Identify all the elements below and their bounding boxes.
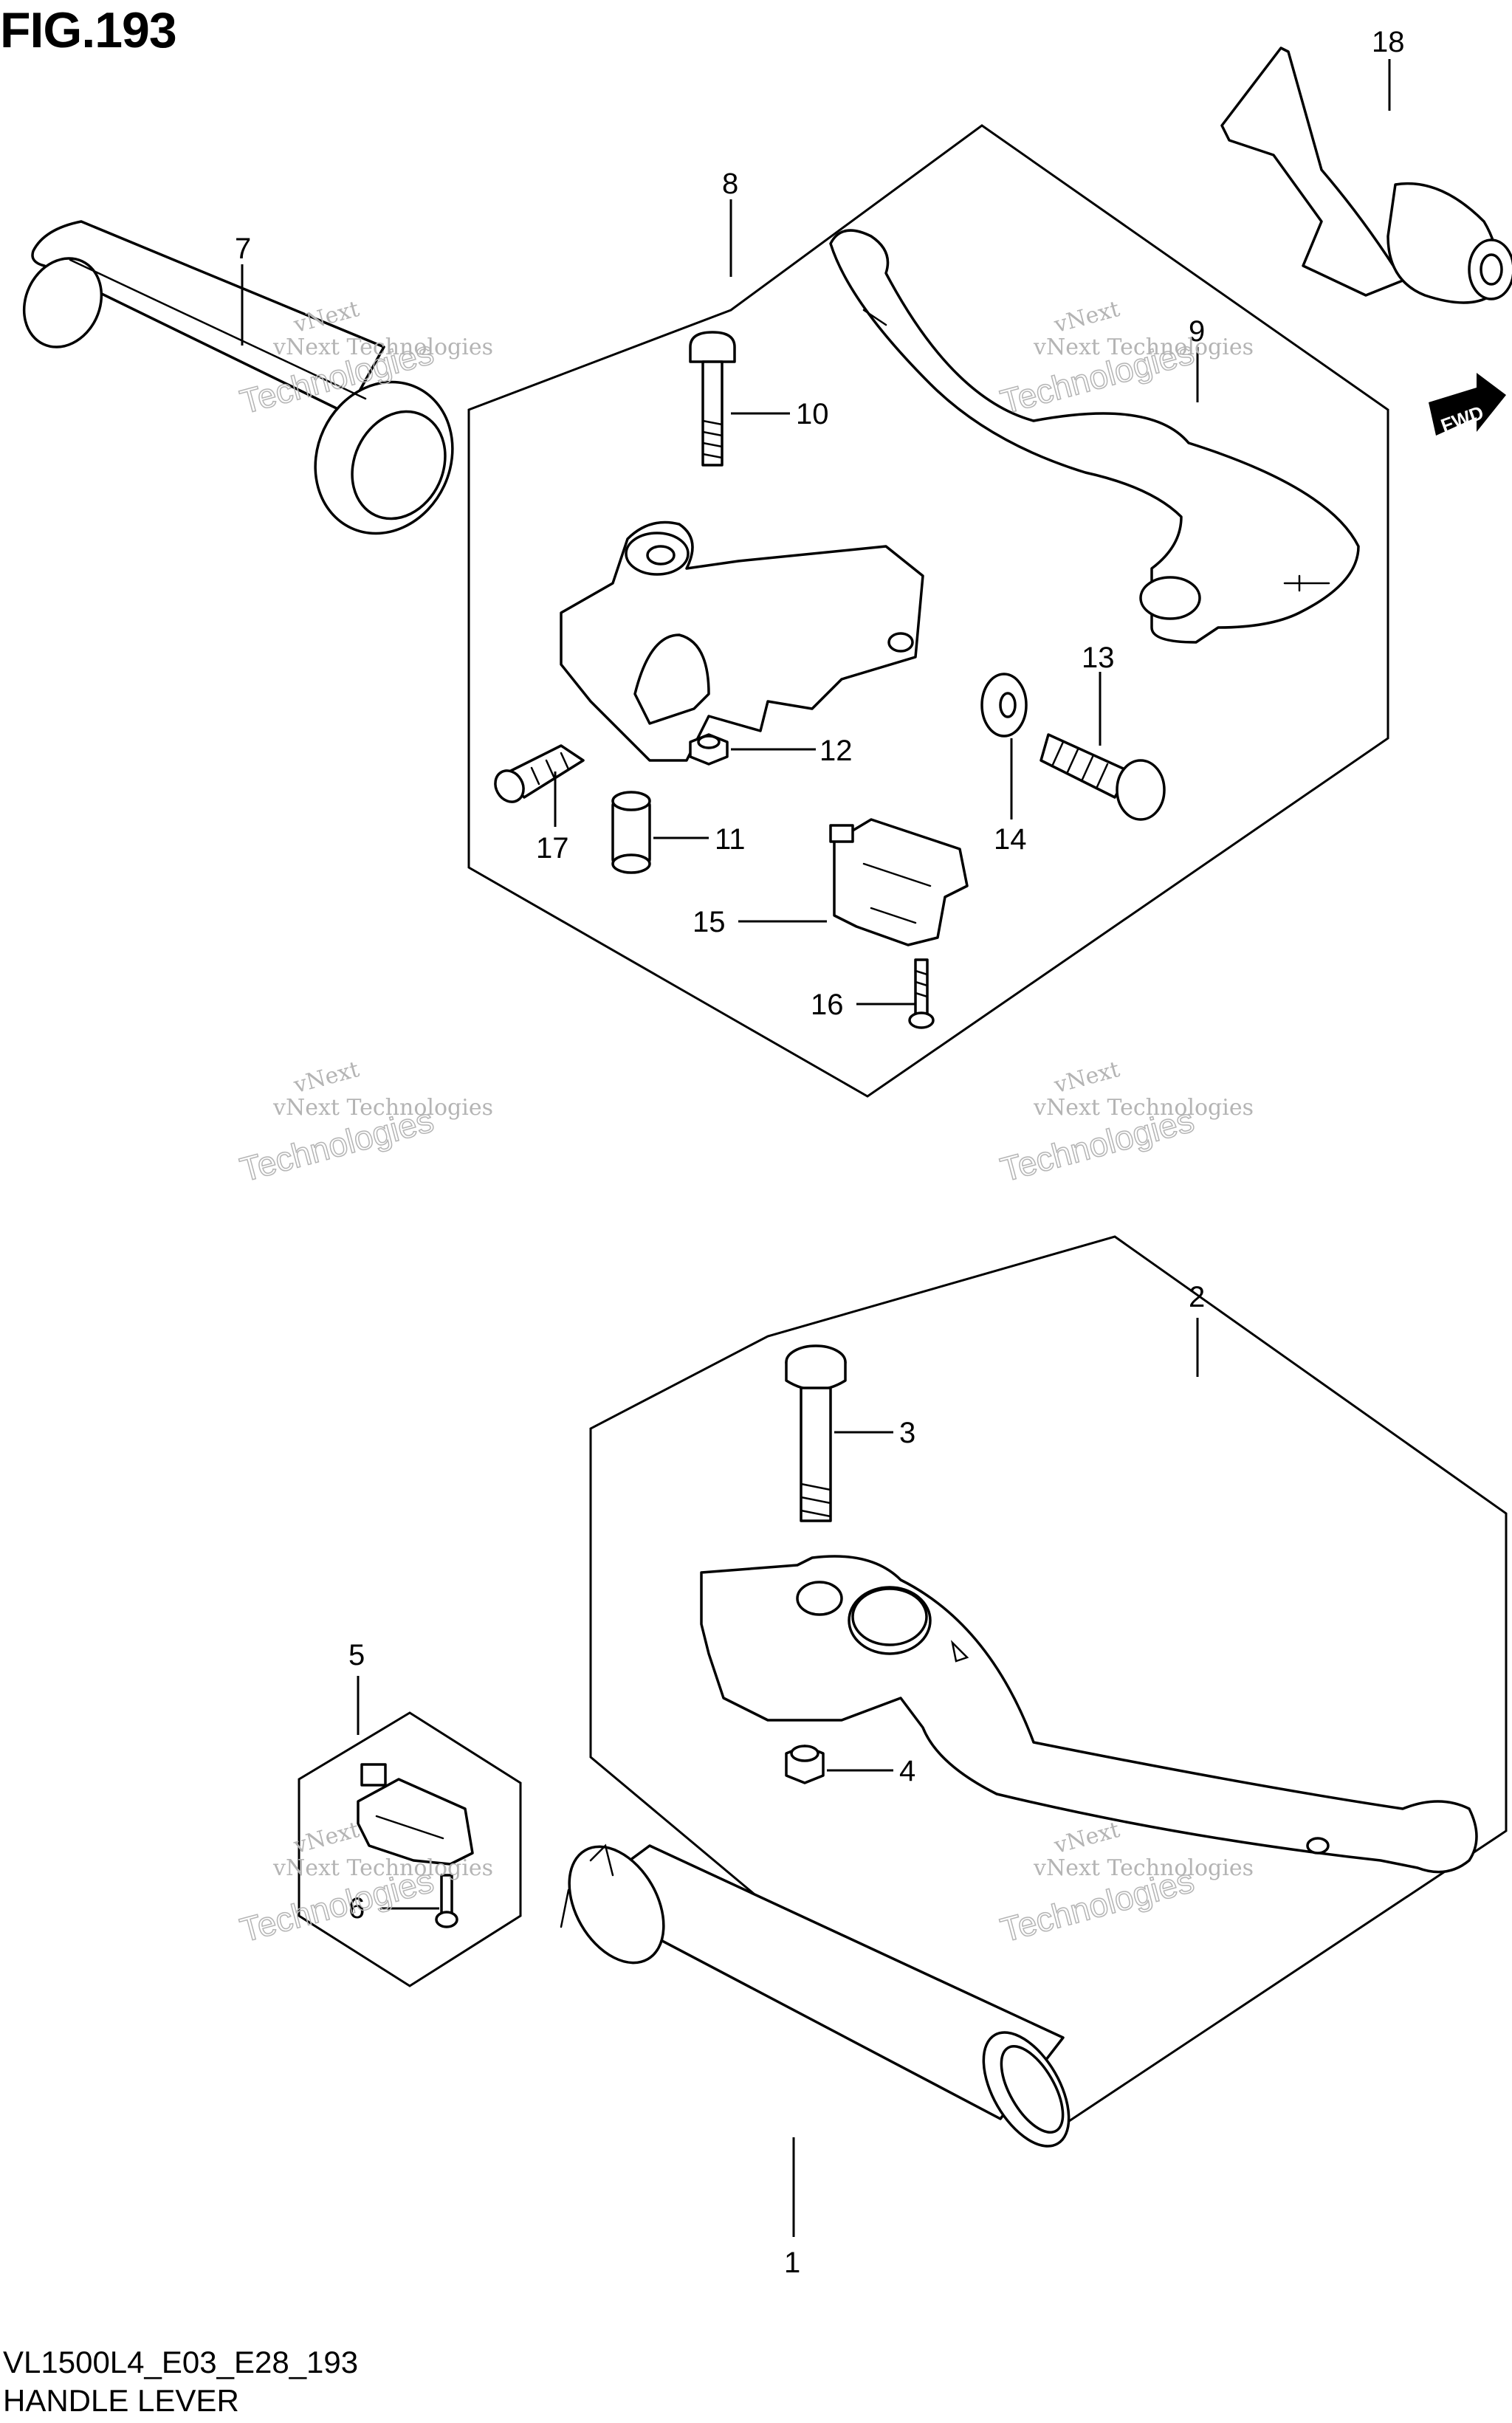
- svg-text:vNext: vNext: [290, 1056, 362, 1099]
- callout-6: 6: [348, 1892, 365, 1925]
- adjuster-13-part: [1040, 733, 1166, 821]
- callout-5: 5: [348, 1639, 365, 1671]
- callout-7: 7: [235, 233, 251, 265]
- callout-4: 4: [899, 1755, 915, 1787]
- callout-11: 11: [715, 823, 746, 856]
- diagram-title: HANDLE LEVER: [3, 2383, 239, 2418]
- grip-left-part: [22, 220, 454, 535]
- callout-numbers: 7 8 9 18 10 12 11 13 14 17 15 16 2 3 4 5…: [235, 26, 1405, 2279]
- callout-8: 8: [722, 168, 738, 200]
- bolt-3-part: [785, 1344, 847, 1522]
- nut-4-part: [785, 1745, 825, 1784]
- callout-2: 2: [1189, 1281, 1205, 1313]
- screw-17-part: [494, 744, 585, 803]
- callout-1: 1: [784, 2247, 800, 2279]
- throttle-grip-part: [560, 1843, 1071, 2148]
- clutch-switch-part: [829, 818, 969, 946]
- watermark-top-right: vNext vNext Technologies Technologies: [996, 296, 1254, 422]
- callout-13: 13: [1082, 642, 1115, 674]
- assembly-frame-8: [467, 124, 1389, 1098]
- figure-title: FIG.193: [0, 2, 177, 58]
- screw-16-part: [908, 958, 935, 1029]
- svg-text:vNext: vNext: [1051, 1056, 1122, 1099]
- lever-guard-part: [1220, 47, 1512, 304]
- callout-15: 15: [693, 906, 726, 938]
- svg-text:vNext Technologies: vNext Technologies: [1033, 334, 1254, 360]
- watermark-mid-left: vNext vNext Technologies Technologies: [236, 1056, 493, 1189]
- callout-3: 3: [899, 1417, 915, 1449]
- washer-14-part: [980, 673, 1028, 738]
- nut-12-part: [689, 733, 729, 766]
- callout-16: 16: [811, 989, 844, 1021]
- svg-text:vNext Technologies: vNext Technologies: [272, 1855, 493, 1881]
- callout-10: 10: [796, 398, 829, 430]
- callout-9: 9: [1189, 315, 1205, 348]
- bolt-10-part: [689, 331, 736, 467]
- brake-lever-part: [700, 1555, 1478, 1874]
- screw-6-part: [435, 1874, 458, 1928]
- svg-text:vNext: vNext: [1051, 296, 1122, 338]
- callout-12: 12: [819, 735, 853, 767]
- callout-18: 18: [1372, 26, 1405, 58]
- diagram-code: VL1500L4_E03_E28_193: [3, 2345, 359, 2379]
- leader-lines: [241, 59, 1391, 2237]
- collar-11-part: [611, 791, 651, 874]
- callout-17: 17: [536, 832, 569, 865]
- svg-text:vNext: vNext: [1051, 1817, 1122, 1859]
- forward-direction-icon: FWD: [1429, 373, 1506, 437]
- svg-text:vNext Technologies: vNext Technologies: [272, 334, 493, 360]
- svg-text:vNext: vNext: [290, 1817, 362, 1859]
- svg-text:vNext Technologies: vNext Technologies: [1033, 1855, 1254, 1881]
- watermark-mid-right: vNext vNext Technologies Technologies: [996, 1056, 1254, 1189]
- lever-holder-part: [560, 520, 924, 762]
- svg-text:vNext Technologies: vNext Technologies: [272, 1095, 493, 1121]
- callout-14: 14: [994, 823, 1027, 856]
- clutch-lever-part: [829, 229, 1360, 644]
- assembly-frame-5: [298, 1711, 522, 1987]
- svg-text:vNext Technologies: vNext Technologies: [1033, 1095, 1254, 1121]
- brake-switch-part: [357, 1763, 474, 1866]
